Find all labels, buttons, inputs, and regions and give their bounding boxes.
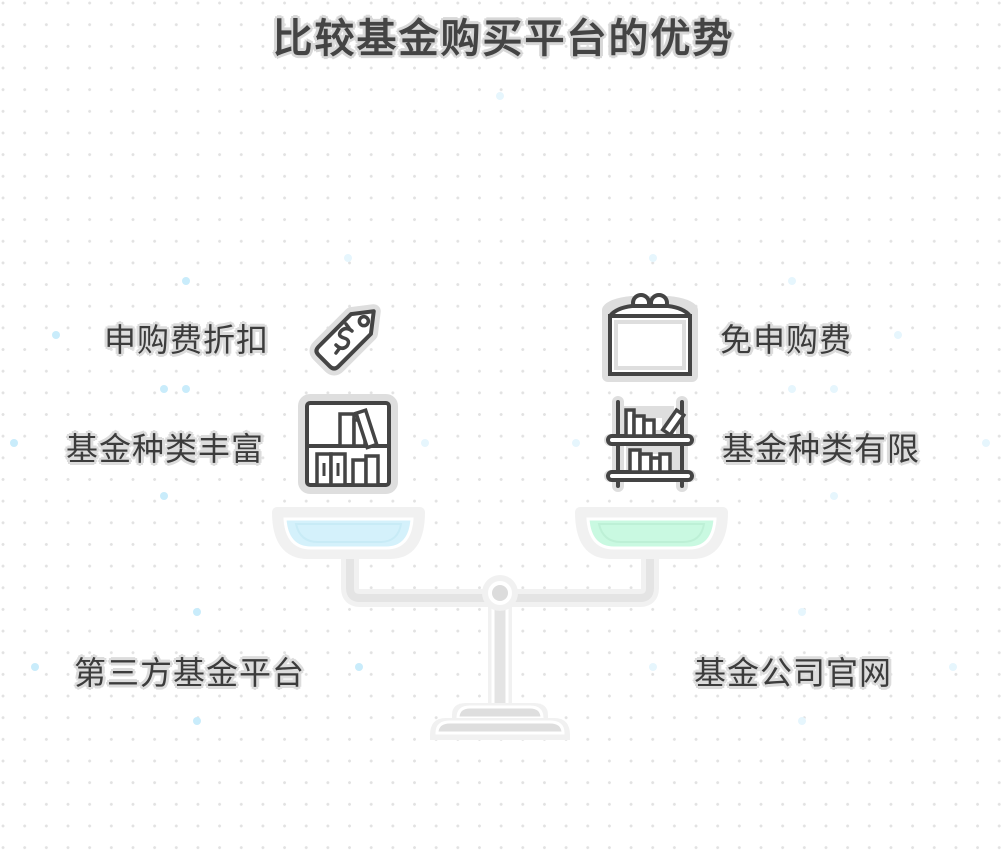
accent-dot bbox=[52, 331, 60, 339]
coin-purse-icon bbox=[602, 288, 698, 384]
accent-dot bbox=[10, 439, 18, 447]
accent-dot bbox=[182, 385, 190, 393]
left-pan bbox=[272, 507, 425, 559]
sparse-bookshelf-icon bbox=[602, 396, 698, 492]
left-pan-fill bbox=[283, 517, 414, 550]
accent-dot bbox=[788, 277, 796, 285]
accent-dot bbox=[160, 385, 168, 393]
accent-dot bbox=[949, 663, 957, 671]
accent-dot bbox=[830, 385, 838, 393]
accent-dot bbox=[193, 717, 201, 725]
accent-dot bbox=[193, 608, 201, 616]
accent-dot bbox=[421, 439, 429, 447]
accent-dot bbox=[982, 439, 990, 447]
accent-dot bbox=[496, 92, 504, 100]
accent-dot bbox=[572, 439, 580, 447]
accent-dot bbox=[160, 492, 168, 500]
right-pan-fill bbox=[586, 517, 717, 550]
feature-label-limited-fund-types: 基金种类有限 bbox=[722, 430, 921, 468]
full-bookshelf-icon bbox=[298, 394, 398, 494]
accent-dot bbox=[649, 254, 657, 262]
platform-label-third-party: 第三方基金平台 bbox=[74, 654, 306, 692]
accent-dot bbox=[798, 717, 806, 725]
accent-dot bbox=[344, 254, 352, 262]
feature-label-no-fee: 免申购费 bbox=[720, 321, 853, 359]
accent-dot bbox=[798, 608, 806, 616]
accent-dot bbox=[182, 277, 190, 285]
accent-dot bbox=[649, 663, 657, 671]
feature-label-fee-discount: 申购费折扣 bbox=[104, 321, 270, 359]
price-tag-icon bbox=[300, 288, 398, 384]
accent-dot bbox=[894, 331, 902, 339]
platform-label-fund-company-website: 基金公司官网 bbox=[694, 654, 893, 692]
diagram-title: 比较基金购买平台的优势 bbox=[272, 15, 735, 62]
accent-dot bbox=[830, 492, 838, 500]
feature-label-rich-fund-types: 基金种类丰富 bbox=[66, 430, 265, 468]
accent-dot bbox=[788, 385, 796, 393]
accent-dot bbox=[355, 663, 363, 671]
right-pan bbox=[575, 507, 728, 559]
accent-dot bbox=[31, 663, 39, 671]
